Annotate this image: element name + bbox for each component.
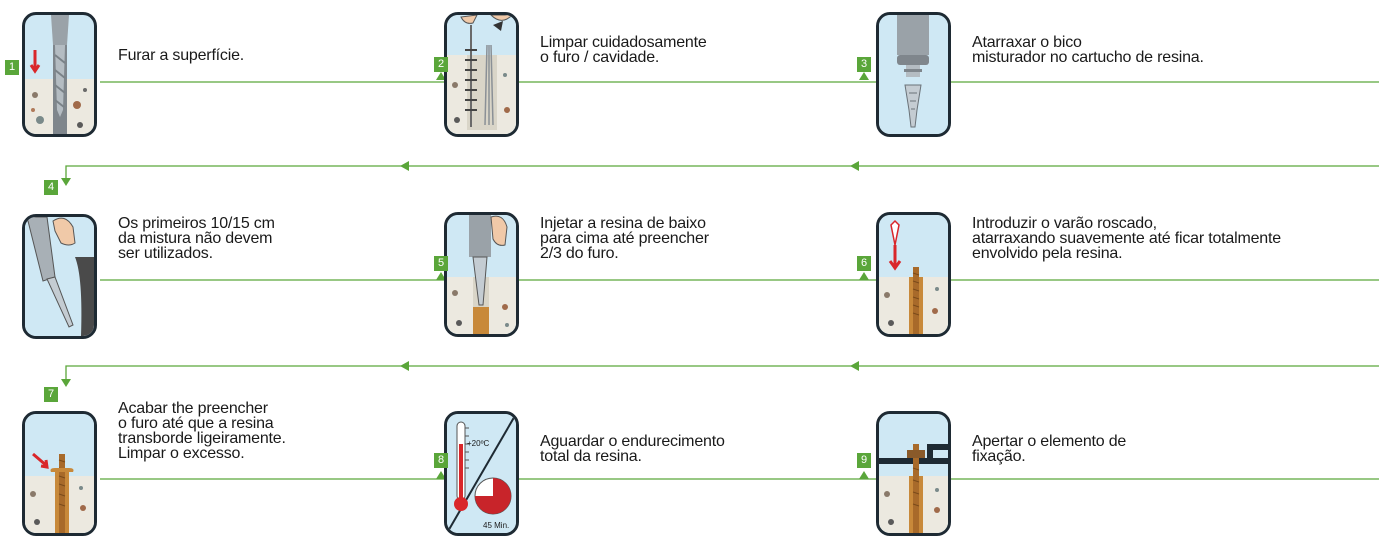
- step-description: Injetar a resina de baixo para cima até …: [540, 215, 709, 262]
- threaded-rod-icon: [876, 212, 951, 337]
- arrow-left-icon: [850, 161, 859, 171]
- arrow-left-icon: [850, 361, 859, 371]
- brush-cleaning-icon: [444, 12, 519, 137]
- arrow-up-icon: [859, 72, 869, 80]
- step-description: Os primeiros 10/15 cm da mistura não dev…: [118, 215, 275, 262]
- resin-gun-icon: [22, 214, 97, 339]
- arrow-up-icon: [436, 471, 446, 479]
- arrow-down-icon: [61, 178, 71, 186]
- step-number: 7: [44, 387, 58, 402]
- step-description: Limpar cuidadosamente o furo / cavidade.: [540, 34, 707, 66]
- step-3: 3 Atarraxar o bico misturador no cartuch…: [854, 0, 1294, 140]
- arrow-up-icon: [859, 471, 869, 479]
- step-number: 9: [857, 453, 871, 468]
- fixing-element-icon: [876, 411, 951, 536]
- step-2: 2 Limpar cuidadosamente o furo / cavidad…: [422, 0, 862, 140]
- temperature-label: +20ºC: [467, 439, 489, 448]
- step-number: 2: [434, 57, 448, 72]
- step-description: Aguardar o endurecimento total da resina…: [540, 433, 725, 465]
- step-number: 1: [5, 60, 19, 75]
- time-label: 45 Min.: [483, 521, 509, 530]
- mixer-nozzle-icon: [876, 12, 951, 137]
- arrow-down-icon: [61, 379, 71, 387]
- step-description: Atarraxar o bico misturador no cartucho …: [972, 34, 1204, 66]
- step-description: Acabar the preencher o furo até que a re…: [118, 400, 286, 462]
- step-7: 7 Acabar the preencher o furo até que a …: [0, 387, 440, 539]
- step-number: 6: [857, 256, 871, 271]
- step-number: 5: [434, 256, 448, 271]
- step-description: Apertar o elemento de fixação.: [972, 433, 1127, 465]
- arrow-up-icon: [436, 272, 446, 280]
- return-line-1: [65, 165, 1379, 178]
- step-6: 6 Introduzir o varão roscado, atarraxand…: [854, 200, 1294, 340]
- step-number: 3: [857, 57, 871, 72]
- arrow-up-icon: [436, 72, 446, 80]
- return-line-2: [65, 365, 1379, 380]
- step-1: 1 Furar a superfície.: [0, 0, 440, 140]
- overflow-resin-icon: [22, 411, 97, 536]
- step-description: Introduzir o varão roscado, atarraxando …: [972, 215, 1281, 262]
- step-8: +20ºC 45 Min. 8 Aguardar o endurecimento…: [422, 399, 862, 539]
- step-5: 5 Injetar a resina de baixo para cima at…: [422, 200, 862, 340]
- step-number: 4: [44, 180, 58, 195]
- thermometer-timer-icon: +20ºC 45 Min.: [444, 411, 519, 536]
- arrow-up-icon: [859, 272, 869, 280]
- step-4: 4 Os primeiros 10/15 cm da mistura não d…: [0, 180, 440, 340]
- step-9: 9 Apertar o elemento de fixação.: [854, 399, 1294, 539]
- arrow-left-icon: [400, 161, 409, 171]
- step-number: 8: [434, 453, 448, 468]
- arrow-left-icon: [400, 361, 409, 371]
- inject-resin-icon: [444, 212, 519, 337]
- drill-icon: [22, 12, 97, 137]
- step-description: Furar a superfície.: [118, 47, 245, 64]
